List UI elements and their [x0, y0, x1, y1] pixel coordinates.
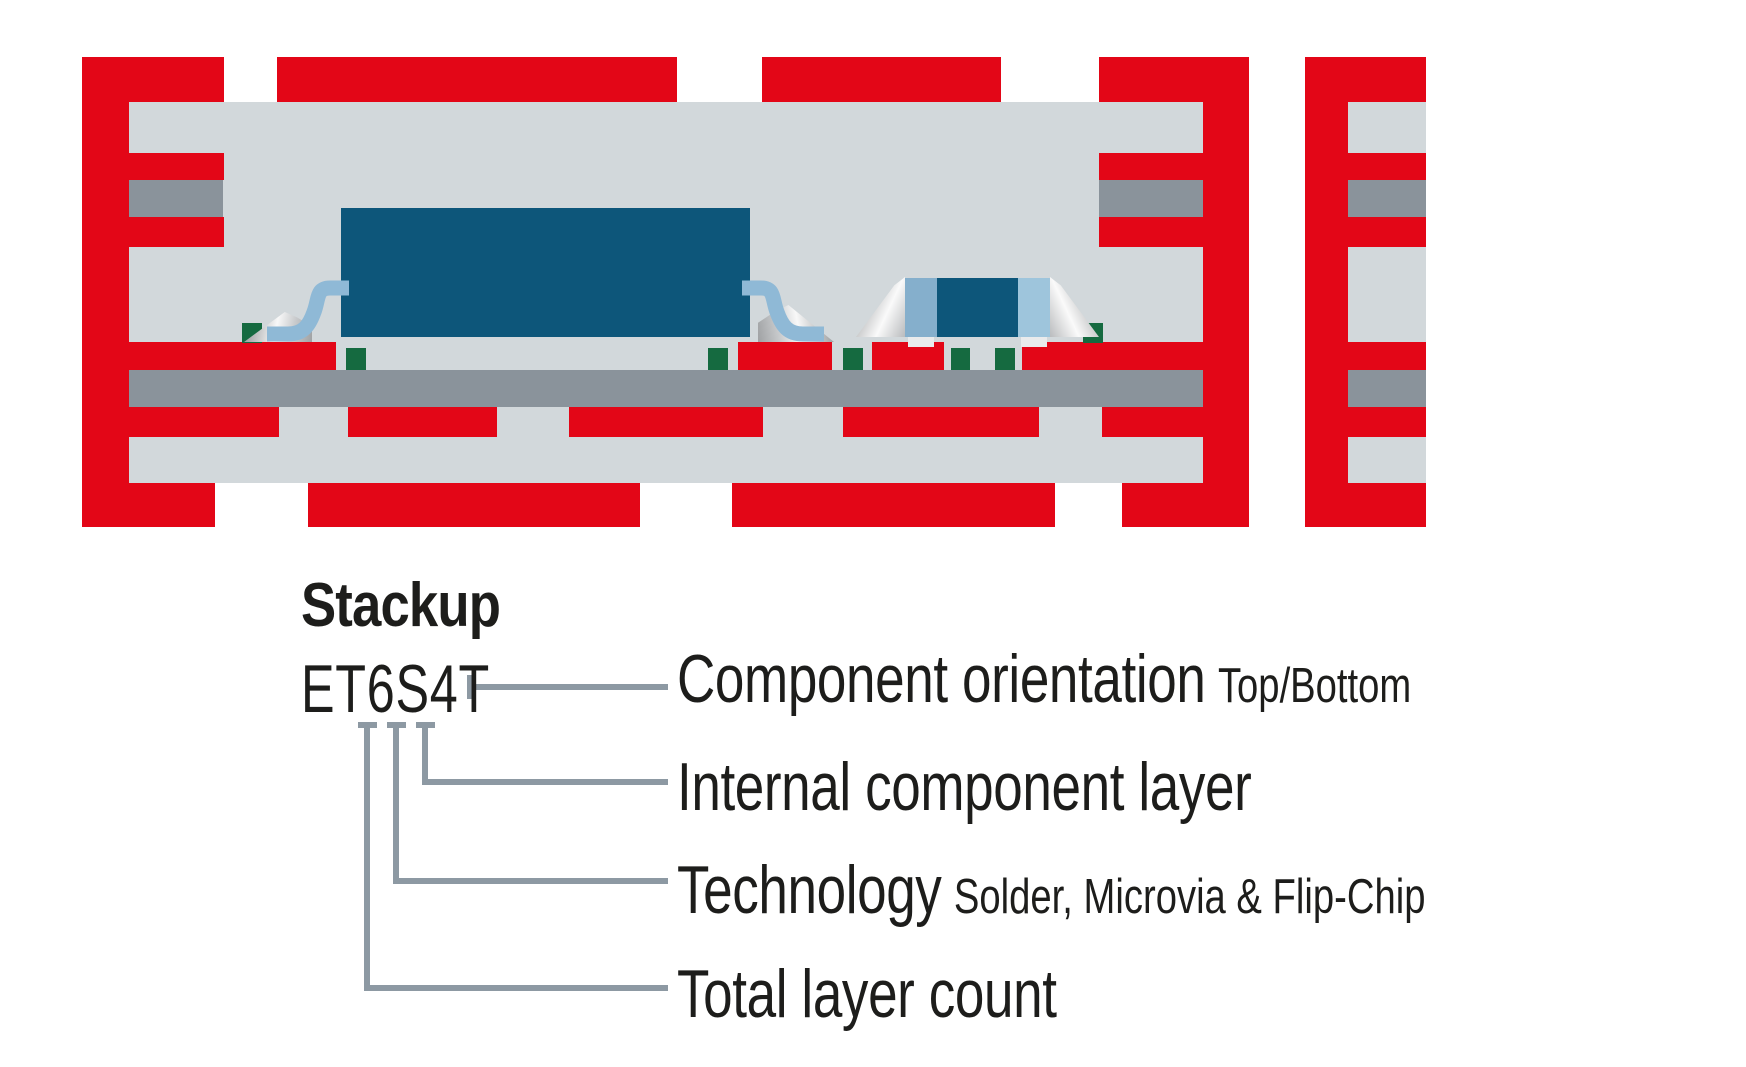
edge-via-column-left [82, 57, 129, 527]
stem-technology [393, 722, 399, 884]
copper-l4-seg2 [738, 342, 832, 370]
connector-line-total-layers [364, 985, 668, 991]
small-component-term-left [905, 278, 937, 337]
label-main: Total layer count [677, 956, 1057, 1032]
core1-right [1099, 180, 1203, 217]
core1-coupon [1348, 180, 1426, 217]
microvia-chip-left [346, 348, 366, 370]
label-internal-component-layer: Internal component layer [677, 748, 1264, 826]
label-sub: Top/Bottom [1217, 659, 1412, 713]
copper-l3-arm-l [129, 217, 224, 247]
connector-line-orientation [467, 684, 668, 690]
core2-coupon [1348, 370, 1426, 407]
copper-l5-seg4 [843, 407, 1039, 437]
copper-l5-seg3 [569, 407, 763, 437]
stem-internal [422, 722, 428, 785]
stem-total-layers [364, 722, 370, 991]
microvia-chip-right [708, 348, 728, 370]
connector-line-internal [422, 779, 668, 785]
small-component-term-right [1018, 278, 1050, 337]
copper-l2-arm-l [129, 153, 224, 180]
copper-l6-seg2 [308, 483, 640, 527]
copper-l1-seg2 [277, 57, 677, 102]
label-main: Internal component layer [677, 749, 1252, 825]
stackup-code: ET6S4T [301, 651, 491, 727]
stackup-heading: Stackup [301, 571, 501, 640]
label-main: Technology [677, 852, 942, 928]
label-sub: Solder, Microvia & Flip-Chip [953, 870, 1426, 924]
copper-l4-seg1 [129, 342, 336, 370]
connector-line-technology [393, 878, 668, 884]
copper-l1-seg3 [762, 57, 1001, 102]
label-total-layer-count: Total layer count [677, 955, 1069, 1033]
embedded-chip-die [341, 208, 750, 337]
sc-pedestal-right [1021, 337, 1047, 347]
edge-via-column-right [1203, 57, 1249, 527]
edge-via-column-coupon [1305, 57, 1348, 527]
copper-l5-seg1 [129, 407, 279, 437]
core1-left [129, 180, 223, 217]
label-main: Component orientation [677, 641, 1206, 717]
sc-pedestal-left [908, 337, 934, 347]
microvia-sc-right [995, 348, 1015, 370]
small-component-body [937, 278, 1018, 337]
microvia-mid [843, 348, 863, 370]
copper-l6-seg3 [732, 483, 1055, 527]
core2-main [129, 370, 1203, 407]
microvia-sc-left [951, 348, 970, 370]
copper-l5-seg2 [348, 407, 497, 437]
